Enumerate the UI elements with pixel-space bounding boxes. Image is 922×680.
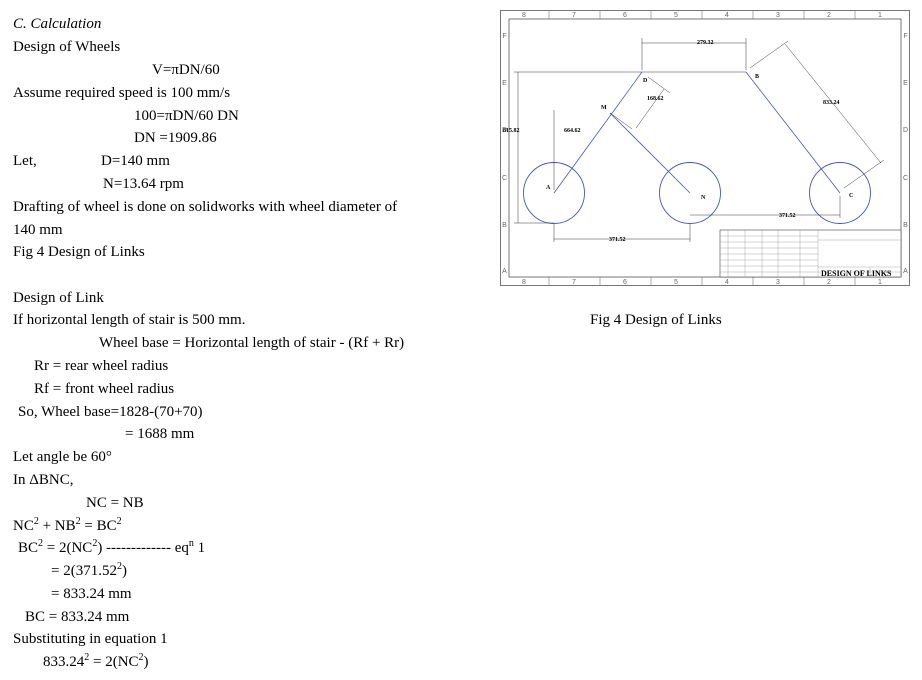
equation-line: NC2 + NB2 = BC2 [13,516,122,535]
border-right-label: F [903,33,907,40]
text-line: Assume required speed is 100 mm/s [13,85,231,101]
text-line: Rr = rear wheel radius [34,358,169,374]
sheet-inner-border [508,18,902,278]
dimension-labels: 279.32 168.62 833.24 664.62 815.82 371.5… [503,40,840,243]
point-c: C [849,193,853,199]
dim-168: 168.62 [647,96,664,102]
border-left-label: A [502,268,507,275]
text-line: Design of Link [13,290,104,306]
equation-line: 100=πDN/60 DN [134,108,239,124]
equation-line: DN =1909.86 [134,130,217,146]
middle-wheel-n [659,162,721,224]
point-d: D [643,78,648,84]
title-block-title: DESIGN OF LINKS [821,269,892,278]
text-line: Drafting of wheel is done on solidworks … [13,199,398,215]
point-labels: A M D B N C [546,74,853,201]
border-left-label: D [502,127,507,134]
border-top-label: 2 [827,12,831,19]
text-line: Let, [13,153,37,169]
equation-line: D=140 mm [101,153,170,169]
equation-line: So, Wheel base=1828-(70+70) [18,404,203,420]
border-left-label: C [502,175,507,182]
border-right-label: C [903,175,908,182]
text-line: In ΔBNC, [13,472,74,488]
point-n: N [701,195,706,201]
equation-line: N=13.64 rpm [103,176,184,192]
equation-line: = 1688 mm [125,426,195,442]
equation-line: BC = 833.24 mm [25,609,130,625]
border-bottom-label: 6 [623,279,627,286]
border-left-label: F [502,33,506,40]
figure-caption: Fig 4 Design of Links [590,312,722,328]
border-left-label: E [502,80,507,87]
point-b: B [755,74,759,80]
equation-line: Wheel base = Horizontal length of stair … [99,335,405,351]
link-m-n [609,112,691,194]
text-line: Design of Wheels [13,39,121,55]
title-block-sheet: A4 [886,269,892,274]
border-top-label: 1 [878,12,882,19]
border-bottom-label: 8 [522,279,526,286]
point-a: A [546,185,551,191]
equation-line: BC2 = 2(NC2) ------------- eqn 1 [18,538,206,557]
border-top-label: 7 [572,12,576,19]
text-line: Substituting in equation 1 [13,631,168,647]
equation-line: 833.242 = 2(NC2) [43,652,149,671]
dimension-lines [514,38,885,242]
border-top-label: 8 [522,12,526,19]
figure-reference: Fig 4 Design of Links [13,244,145,260]
text-line: 140 mm [13,222,63,238]
equation-line: = 833.24 mm [51,586,132,602]
border-right-label: B [903,222,908,229]
equation-line: NC = NB [86,495,144,511]
equation-line: V=πDN/60 [152,62,220,78]
border-right-label: A [903,268,908,275]
border-bottom-label: 7 [572,279,576,286]
dim-279: 279.32 [697,40,714,46]
border-right-label: D [903,127,908,134]
dim-815: 815.82 [503,128,520,134]
border-top-label: 5 [674,12,678,19]
border-bottom-label: 1 [878,279,882,286]
title-block: DESIGN OF LINKS A4 [719,229,902,278]
border-bottom-label: 2 [827,279,831,286]
border-right-label: E [903,80,908,87]
dim-833: 833.24 [823,100,840,106]
border-bottom-label: 5 [674,279,678,286]
text-line: If horizontal length of stair is 500 mm. [13,312,246,328]
dim-371-right: 371.52 [779,213,796,219]
text-line: Let angle be 60° [13,449,112,465]
dim-371-bottom: 371.52 [609,237,626,243]
point-m: M [601,105,607,111]
border-bottom-label: 3 [776,279,780,286]
border-left-label: B [502,222,507,229]
dim-664: 664.62 [564,128,581,134]
text-line: Rf = front wheel radius [34,381,175,397]
link-b-c [745,71,841,194]
zone-ticks [548,11,856,285]
link-members [553,71,841,194]
front-wheel-c [809,162,871,224]
border-top-label: 6 [623,12,627,19]
border-top-label: 3 [776,12,780,19]
border-bottom-label: 4 [725,279,729,286]
border-top-label: 4 [725,12,729,19]
equation-line: = 2(371.522) [51,561,127,580]
section-heading: C. Calculation [13,16,102,32]
link-a-d [553,71,643,194]
